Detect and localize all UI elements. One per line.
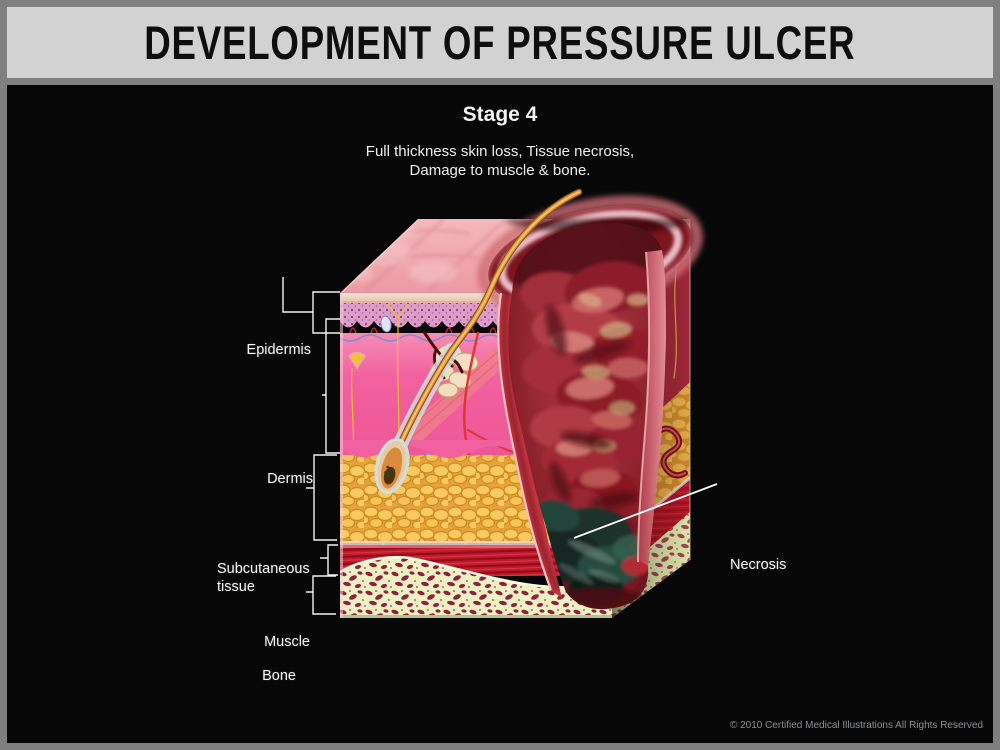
label-subcutaneous-line2: tissue: [217, 579, 255, 595]
label-epidermis: Epidermis: [246, 342, 311, 358]
bracket-muscle: [320, 544, 338, 576]
skin-block: [340, 219, 691, 618]
label-bone: Bone: [262, 668, 296, 684]
fascia-line: [340, 541, 612, 545]
arrector-pili-muscle: [400, 332, 528, 446]
label-necrosis: Necrosis: [730, 557, 787, 573]
bracket-bone: [306, 575, 336, 615]
skin-front-face: [340, 293, 612, 618]
torn-edge-right: [637, 251, 650, 563]
necrosis-pointer-line: [573, 483, 718, 539]
muscle-layer: [340, 545, 612, 576]
stage-description: Full thickness skin loss, Tissue necrosi…: [7, 142, 993, 180]
subcutaneous-fat-layer: [340, 440, 612, 543]
dermis-layer: [340, 333, 612, 458]
skin-top-surface: [340, 219, 690, 293]
skin-side-face: [612, 219, 691, 618]
stage-description-line1: Full thickness skin loss, Tissue necrosi…: [365, 143, 635, 160]
crater-wall-left: [497, 294, 562, 598]
bone-layer: [340, 555, 612, 618]
label-subcutaneous-tissue: Subcutaneous tissue: [217, 560, 310, 596]
torn-edge-left: [497, 292, 553, 591]
label-muscle: Muscle: [264, 634, 310, 650]
sebaceous-gland: [422, 330, 479, 398]
epidermis-layer: [340, 303, 612, 328]
label-subcutaneous-line1: Subcutaneous: [217, 561, 310, 577]
poster-title: DEVELOPMENT OF PRESSURE ULCER: [144, 16, 856, 69]
stage-description-line2: Damage to muscle & bone.: [409, 162, 591, 179]
illustration-panel: Stage 4 Full thickness skin loss, Tissue…: [7, 85, 993, 743]
necrosis-region: [528, 500, 658, 610]
ulcer-crater: [477, 195, 703, 610]
bracket-subcutaneous: [306, 454, 337, 541]
hair-shaft: [384, 188, 583, 472]
nerve-fibers: [350, 303, 554, 471]
meissner-corpuscle: [348, 351, 366, 370]
stage-title: Stage 4: [462, 103, 538, 126]
crater-rim: [477, 195, 703, 317]
hair-follicle-bulb: [374, 438, 410, 494]
label-dermis: Dermis: [267, 471, 313, 487]
bracket-epidermis: [282, 277, 340, 334]
granulation-mass: [508, 222, 665, 610]
vessel-coil: [651, 425, 688, 479]
copyright-notice: © 2010 Certified Medical Illustrations A…: [729, 720, 983, 731]
title-banner: DEVELOPMENT OF PRESSURE ULCER: [7, 7, 993, 78]
blood-vessels: [344, 331, 561, 545]
touch-receptor: [380, 315, 392, 333]
bracket-dermis: [322, 318, 340, 454]
crater-wall-right: [638, 250, 666, 566]
